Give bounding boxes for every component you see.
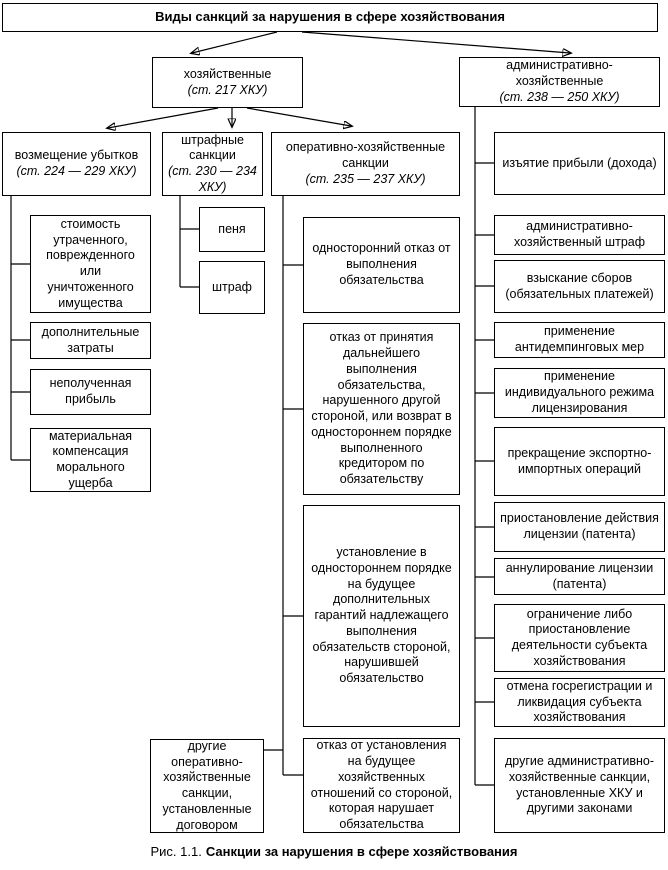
node-damages-child-4: материальная компенсация морального ущер… — [30, 428, 151, 492]
trunk-administrative — [474, 107, 494, 786]
node-administrative-child-8: аннулирование лицензии (патента) — [494, 558, 665, 595]
node-penalty-article: (ст. 230 — 234 ХКУ) — [168, 164, 257, 194]
trunk-damages — [10, 196, 30, 461]
node-penalty-child-2: штраф — [199, 261, 265, 314]
node-administrative-article: (ст. 238 — 250 ХКУ) — [499, 89, 620, 104]
node-administrative-child-9: ограничение либо приостановление деятель… — [494, 604, 665, 672]
node-administrative-child-2: административно-хозяйственный штраф — [494, 215, 665, 255]
node-administrative-label: административно-хозяйственные — [506, 58, 613, 89]
node-damages-child-2: дополнительные затраты — [30, 322, 151, 359]
node-damages: возмещение убытков (ст. 224 — 229 ХКУ) — [2, 132, 151, 196]
node-administrative-child-10: отмена госрегистрации и ликвидация субъе… — [494, 678, 665, 727]
node-administrative-child-7: приостановление действия лицензии (патен… — [494, 502, 665, 552]
node-operational: оперативно-хозяйственные санкции (ст. 23… — [271, 132, 460, 196]
node-administrative-child-1: изъятие прибыли (дохода) — [494, 132, 665, 195]
node-penalty-label: штрафные санкции — [181, 132, 244, 163]
node-economic-label: хозяйственные — [183, 66, 272, 81]
trunk-operational — [264, 196, 303, 776]
node-damages-article: (ст. 224 — 229 ХКУ) — [16, 164, 137, 178]
arrows-economic-to-level3 — [108, 107, 351, 128]
node-operational-article: (ст. 235 — 237 ХКУ) — [305, 171, 426, 186]
node-administrative-child-4: применение антидемпинговых мер — [494, 322, 665, 358]
node-damages-child-3: неполученная прибыль — [30, 369, 151, 415]
node-operational-child-1: односторонний отказ от выполнения обязат… — [303, 217, 460, 313]
node-penalty-child-1: пеня — [199, 207, 265, 252]
node-administrative-child-11: другие административно-хозяйственные сан… — [494, 738, 665, 833]
figure-caption-number: Рис. 1.1. — [150, 844, 202, 859]
node-operational-child-3: установление в одностороннем порядке на … — [303, 505, 460, 727]
trunk-penalty — [179, 196, 199, 288]
node-economic: хозяйственные (ст. 217 ХКУ) — [152, 57, 303, 108]
node-administrative-child-5: применение индивидуального режима лиценз… — [494, 368, 665, 418]
node-administrative: административно-хозяйственные (ст. 238 —… — [459, 57, 660, 107]
node-operational-child-4: отказ от установления на будущее хозяйст… — [303, 738, 460, 833]
arrows-title-to-level2 — [192, 31, 570, 53]
node-economic-article: (ст. 217 ХКУ) — [187, 82, 268, 97]
node-damages-child-1: стоимость утраченного, поврежденного или… — [30, 215, 151, 313]
node-operational-other: другие оперативно-хозяйственные санкции,… — [150, 739, 264, 833]
figure-caption-title: Санкции за нарушения в сфере хозяйствова… — [205, 844, 518, 859]
node-damages-label: возмещение убытков — [14, 148, 139, 163]
node-penalty: штрафные санкции (ст. 230 — 234 ХКУ) — [162, 132, 263, 196]
node-administrative-child-6: прекращение экспортно-импортных операций — [494, 427, 665, 496]
node-operational-child-2: отказ от принятия дальнейшего выполнения… — [303, 323, 460, 495]
figure-caption: Рис. 1.1.Санкции за нарушения в сфере хо… — [0, 844, 668, 859]
title-box: Виды санкций за нарушения в сфере хозяйс… — [2, 3, 658, 32]
node-administrative-child-3: взыскание сборов (обязательных платежей) — [494, 260, 665, 313]
node-operational-label: оперативно-хозяйственные санкции — [285, 140, 446, 171]
